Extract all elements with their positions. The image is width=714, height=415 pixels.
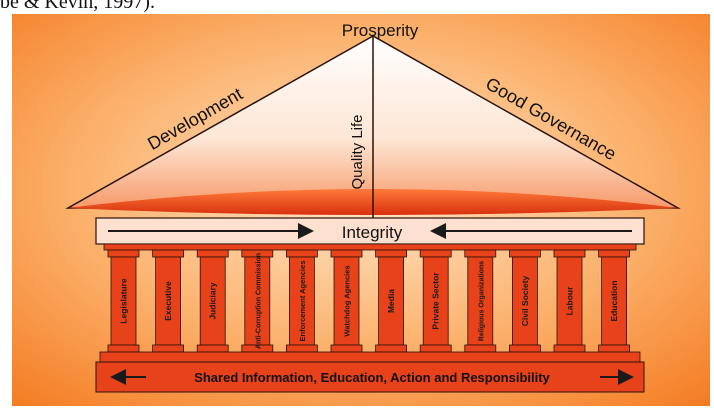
pillar: Enforcement Agencies — [285, 249, 318, 353]
pillar-label: Judiciary — [208, 282, 218, 320]
pillar-capital — [508, 249, 541, 258]
pillar-capital — [553, 249, 586, 258]
pillar-base — [196, 344, 229, 353]
top-caption: be & Kevin, 1997). — [0, 0, 155, 13]
pillar-base — [508, 344, 541, 353]
pillar-shaft — [512, 256, 538, 346]
pillar-base — [598, 344, 630, 353]
capital-strip — [103, 243, 637, 251]
pillar: Anti-Corruption Commission — [241, 249, 274, 353]
pillar-base — [375, 344, 408, 353]
pillar-capital — [107, 249, 140, 258]
pillar-capital — [285, 249, 318, 258]
base-step — [95, 361, 645, 393]
pillar-shaft — [601, 256, 627, 346]
pillar-shaft — [155, 256, 182, 346]
pillar: Civil Society — [508, 249, 541, 353]
pillar: Media — [375, 249, 408, 353]
pillar-base — [107, 344, 140, 353]
pillar-label: Private Sector — [431, 272, 441, 330]
pillar: Religious Organizations — [464, 249, 497, 353]
pillar-base — [553, 344, 586, 353]
pillar-capital — [330, 249, 363, 258]
apex-label: Prosperity — [342, 21, 419, 40]
center-label: Quality Life — [349, 114, 366, 189]
pillar-capital — [196, 249, 229, 258]
pillar-shaft — [199, 256, 226, 346]
pillar: Executive — [152, 249, 185, 353]
pillar: Private Sector — [419, 249, 452, 353]
pillar-shaft — [467, 256, 494, 346]
pillar-shaft — [556, 256, 583, 346]
pillar-label: Labour — [565, 286, 575, 315]
pillar-base — [330, 344, 363, 353]
pillar-label: Civil Society — [520, 275, 530, 326]
pillar-base — [285, 344, 318, 353]
pillar-label: Watchdog Agencies — [343, 265, 352, 336]
pillar-base — [152, 344, 185, 353]
pillar-label: Media — [386, 289, 396, 313]
pillars-group: Legislature Executive Judiciary Anti-Corrup… — [107, 249, 630, 353]
pillar-shaft — [378, 256, 405, 346]
pillar-capital — [152, 249, 185, 258]
pillar-shaft — [110, 256, 137, 346]
pillar: Judiciary — [196, 249, 229, 353]
pillar-label: Education — [609, 280, 619, 321]
pillar: Legislature — [107, 249, 140, 353]
pillar-shaft — [244, 256, 271, 346]
pillar-label: Enforcement Agencies — [298, 261, 307, 342]
pillar-label: Religious Organizations — [478, 261, 485, 341]
beam-label: Integrity — [342, 223, 403, 242]
pillar-label: Legislature — [119, 278, 129, 324]
pillar-label: Anti-Corruption Commission — [255, 253, 262, 349]
base-label: Shared Information, Education, Action an… — [194, 370, 550, 385]
pillar: Labour — [553, 249, 586, 353]
pillar-base — [464, 344, 497, 353]
pillar-shaft — [333, 256, 360, 346]
pillar-capital — [598, 249, 630, 258]
pillar-base — [419, 344, 452, 353]
pillar-capital — [464, 249, 497, 258]
pillar-label: Executive — [163, 281, 173, 321]
pillar: Education — [598, 249, 630, 353]
pillar-capital — [419, 249, 452, 258]
pillar-capital — [375, 249, 408, 258]
base-step-top — [99, 351, 641, 363]
pillar: Watchdog Agencies — [330, 249, 363, 353]
pillar-shaft — [288, 256, 315, 346]
